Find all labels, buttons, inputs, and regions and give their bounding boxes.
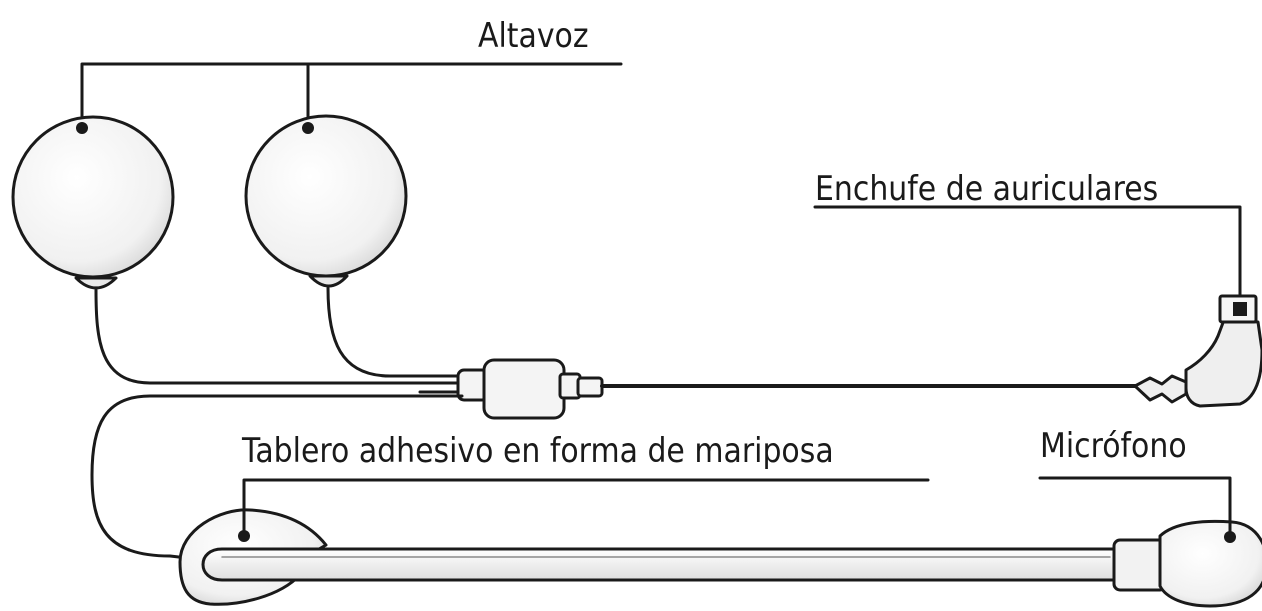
adhesive-board-label: Tablero adhesivo en forma de mariposa	[242, 431, 834, 471]
board-leader-dot	[238, 530, 250, 542]
board-leader-line	[242, 478, 930, 538]
speaker-label: Altavoz	[478, 16, 589, 56]
headphone-jack-label: Enchufe de auriculares	[815, 169, 1159, 209]
microphone-boom-icon	[201, 547, 1122, 582]
left-speaker-icon	[11, 115, 175, 290]
microphone-leader-line	[1038, 476, 1232, 539]
microphone-cable	[90, 394, 464, 562]
speaker-cables	[94, 286, 464, 394]
microphone-label: Micrófono	[1040, 426, 1187, 466]
headphone-jack-icon	[1133, 294, 1262, 408]
microphone-icon	[1112, 519, 1262, 608]
speaker-leader-lines	[80, 62, 623, 130]
cable-splitter-icon	[456, 358, 604, 420]
jack-leader-line	[813, 205, 1242, 302]
right-speaker-icon	[244, 114, 408, 288]
